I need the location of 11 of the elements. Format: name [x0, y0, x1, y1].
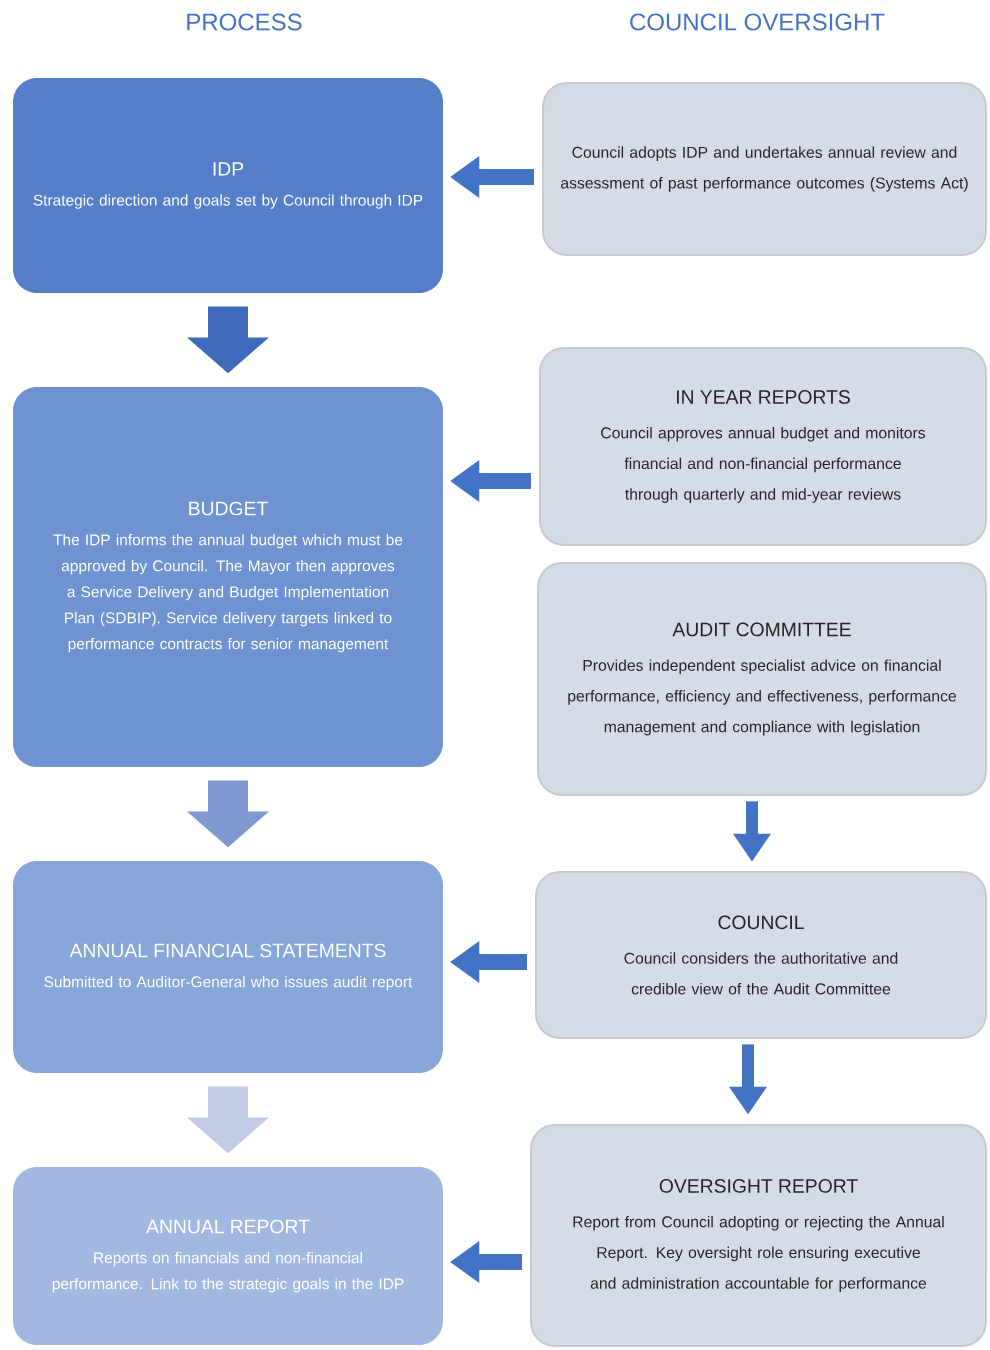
oversight-box: OVERSIGHT REPORT Report from Council adopting or rejecting the Annual Report. Key oversight role ensuring executive and administration accountable for performance — [530, 1124, 987, 1348]
oversight-box: AUDIT COMMITTEE Provides independent specialist advice on financial performance, efficiency and effectiveness, performance management and compliance with legislation — [537, 562, 987, 796]
process-box: ANNUAL REPORT Reports on financials and non-financial performance. Link to the strategic goals in the IDP — [13, 1167, 443, 1345]
oversight-box: COUNCIL Council considers the authoritative and credible view of the Audit Committee — [535, 871, 987, 1039]
process-box: IDP Strategic direction and goals set by Council through IDP — [13, 78, 443, 293]
oversight-box: IN YEAR REPORTS Council approves annual budget and monitors financial and non-financial performance through quarterly and mid-year reviews — [539, 347, 987, 547]
column-heading: PROCESS — [187, 13, 302, 31]
process-box: ANNUAL FINANCIAL STATEMENTS Submitted to Auditor-General who issues audit report — [13, 861, 443, 1073]
process-box: BUDGET The IDP informs the annual budget which must be approved by Council. The Mayor then approves a Service Delivery and Budget Implementation Plan (SDBIP). Service delivery targets linked to performance contracts for senior management — [13, 387, 443, 767]
oversight-box: Council adopts IDP and undertakes annual review and assessment of past performance outcomes (Systems Act) — [542, 82, 987, 256]
column-heading: COUNCIL OVERSIGHT — [630, 13, 885, 31]
